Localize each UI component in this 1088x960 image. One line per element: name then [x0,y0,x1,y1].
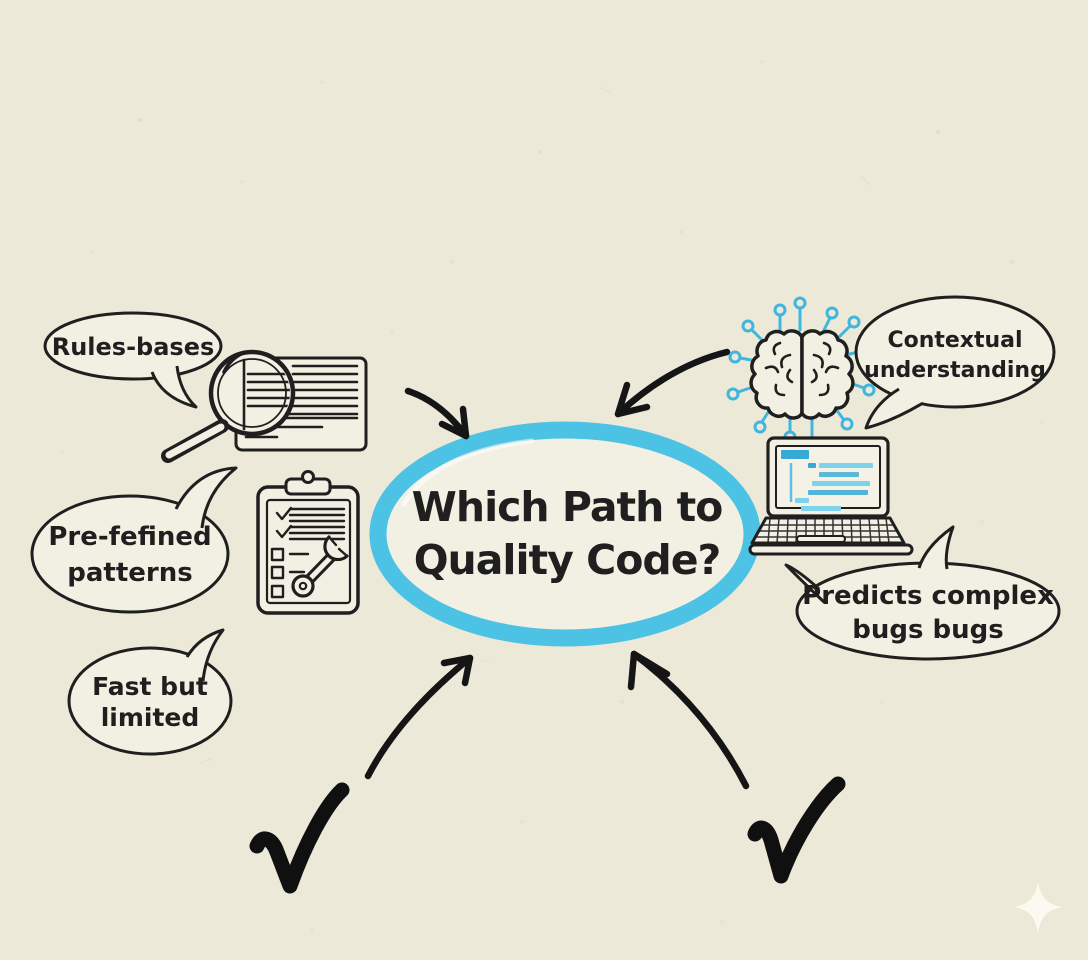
center-title-line1: Which Path to [412,483,723,531]
speech-bubble-rules: Rules-bases [43,311,223,409]
check-item-1 [275,506,293,521]
center-title-line2: Quality Code? [414,536,721,584]
bubble-fast-line1: Fast but [92,672,208,701]
speech-bubble-predicts: Predicts complex bugs bugs [784,525,1061,661]
magnifier-document-icon [161,349,368,463]
bubble-tail-left [784,563,826,604]
laptop-trackpad [796,535,846,543]
bubble-predicts-line1: Predicts complex [802,581,1054,611]
bubble-rules-label: Rules-bases [52,333,215,361]
bubble-predicts-line2: bugs bugs [852,615,1003,645]
laptop-base [748,543,914,556]
bubble-tail [174,466,238,529]
arrow-top-left-icon [404,387,470,440]
bubble-patterns-line1: Pre-fefined [48,522,211,552]
bubble-fast-line2: limited [101,703,200,732]
brain-folds [764,341,840,397]
circuit-nodes [726,296,878,450]
center-ring [369,421,761,647]
arrow-bottom-right-icon [627,650,750,790]
checkmark-left-icon [249,782,350,894]
check-item-2 [275,524,293,539]
bubble-tail [864,387,924,430]
code-lines [781,450,873,511]
bubble-tail [185,628,225,682]
checkmark-right-icon [747,776,846,884]
bubble-contextual-line1: Contextual [887,328,1022,353]
speech-bubble-fast: Fast but limited [67,628,233,756]
keyboard-keys [752,518,904,543]
ai-brain-circuit-icon [726,296,878,450]
arrow-top-right-icon [614,348,731,418]
arrow-bottom-left-icon [364,654,474,780]
clipboard-checklist-wrench-icon [256,470,360,615]
bubble-contextual-line2: understanding [864,358,1046,383]
center-title: Which Path to Quality Code? [412,483,724,584]
bubble-patterns-line2: patterns [67,558,192,588]
brain-outline [749,329,855,420]
laptop-code-icon [748,436,914,556]
checkbox-2 [270,565,285,580]
wrench-icon [291,535,349,598]
speech-bubble-contextual: Contextual understanding [854,295,1056,430]
sparkle-icon [1014,882,1062,933]
ring-highlight [401,438,535,507]
speech-bubble-patterns: Pre-fefined patterns [30,466,238,614]
lens-glare [222,351,245,374]
paper-texture [60,60,1044,932]
checkbox-1 [270,547,285,562]
bubble-tail [150,365,198,409]
checkbox-3 [270,584,285,599]
bubble-tail-top [917,525,955,570]
